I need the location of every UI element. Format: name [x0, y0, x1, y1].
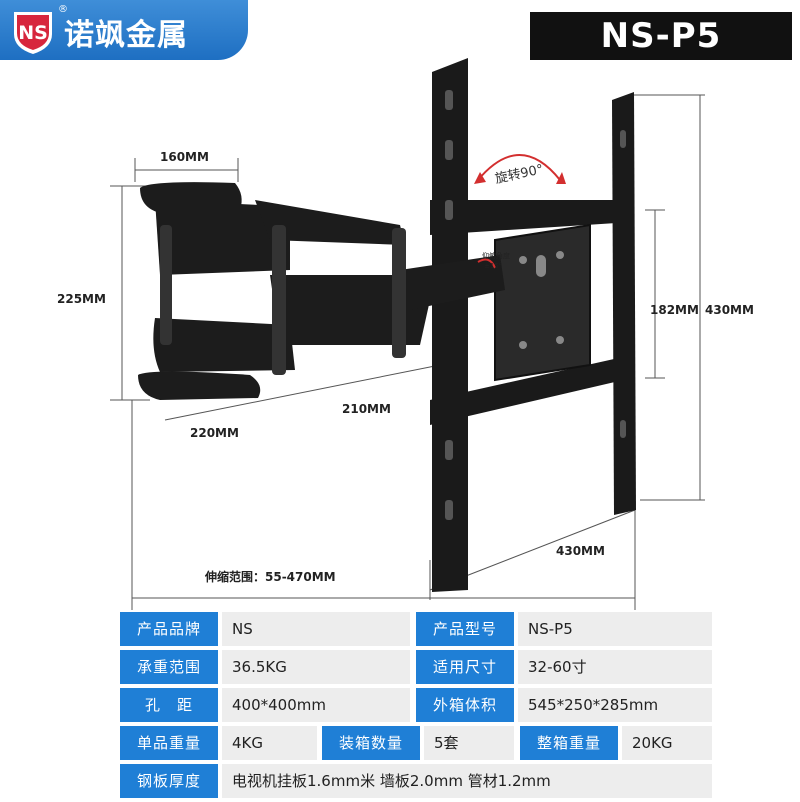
- spec-label-size: 适用尺寸: [416, 650, 514, 684]
- brand-name: 诺飒金属: [64, 18, 188, 53]
- spec-value-size: 32-60寸: [518, 650, 712, 684]
- rotate-label: 旋转90°: [494, 162, 545, 187]
- dim-top-arm: 160MM: [160, 150, 209, 164]
- dim-range: 伸缩范围：55-470MM: [205, 570, 336, 584]
- spec-value-unit-weight: 4KG: [222, 726, 317, 760]
- spec-value-hole: 400*400mm: [222, 688, 410, 722]
- spec-value-thickness: 电视机挂板1.6mm米 墙板2.0mm 管材1.2mm: [222, 764, 712, 798]
- registered-mark: ®: [58, 4, 68, 15]
- brand-shield-icon: NS: [14, 12, 52, 54]
- spec-label-qty: 装箱数量: [322, 726, 420, 760]
- spec-row: 承重范围 36.5KG 适用尺寸 32-60寸: [120, 650, 712, 684]
- spec-label-model: 产品型号: [416, 612, 514, 646]
- spec-label-box: 外箱体积: [416, 688, 514, 722]
- model-title: NS-P5: [530, 12, 792, 60]
- spec-row: 单品重量 4KG 装箱数量 5套 整箱重量 20KG: [120, 726, 712, 760]
- spec-row: 孔 距 400*400mm 外箱体积 545*250*285mm: [120, 688, 712, 722]
- spec-value-box-weight: 20KG: [622, 726, 712, 760]
- spec-value-box: 545*250*285mm: [518, 688, 712, 722]
- brand-logo-text: NS: [18, 22, 48, 44]
- spec-value-brand: NS: [222, 612, 410, 646]
- spec-label-hole: 孔 距: [120, 688, 218, 722]
- spec-table: 产品品牌 NS 产品型号 NS-P5 承重范围 36.5KG 适用尺寸 32-6…: [120, 612, 712, 802]
- spec-value-load: 36.5KG: [222, 650, 410, 684]
- spec-value-model: NS-P5: [518, 612, 712, 646]
- dim-rail-182: 182MM: [650, 303, 699, 317]
- spec-row: 钢板厚度 电视机挂板1.6mm米 墙板2.0mm 管材1.2mm: [120, 764, 712, 798]
- dim-arm-mid: 210MM: [342, 402, 391, 416]
- dim-height-left: 225MM: [57, 292, 106, 306]
- spec-row: 产品品牌 NS 产品型号 NS-P5: [120, 612, 712, 646]
- dim-plate-width: 430MM: [556, 544, 605, 558]
- spec-label-load: 承重范围: [120, 650, 218, 684]
- spec-label-brand: 产品品牌: [120, 612, 218, 646]
- dim-arm-base: 220MM: [190, 426, 239, 440]
- tilt-label-2: ±15°: [484, 262, 502, 270]
- spec-label-unit-weight: 单品重量: [120, 726, 218, 760]
- product-diagram: 旋转90° 仰俯角度 ±15°: [110, 58, 705, 610]
- spec-label-thickness: 钢板厚度: [120, 764, 218, 798]
- spec-value-qty: 5套: [424, 726, 514, 760]
- dim-rail-430: 430MM: [705, 303, 754, 317]
- spec-label-box-weight: 整箱重量: [520, 726, 618, 760]
- brand-banner: NS ® 诺飒金属: [0, 0, 248, 60]
- tilt-label-1: 仰俯角度: [482, 251, 510, 260]
